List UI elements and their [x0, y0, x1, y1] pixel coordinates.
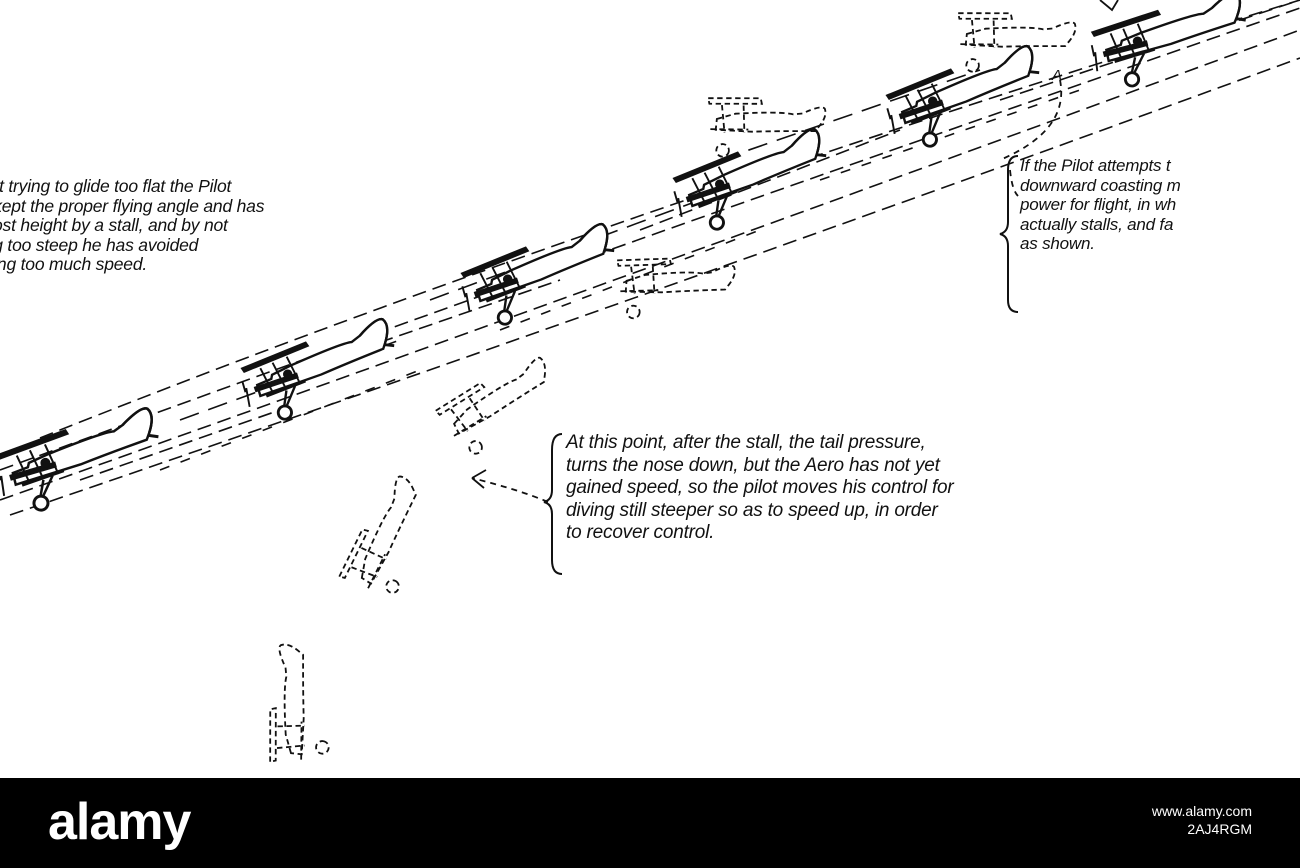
caption-middle-line: gained speed, so the pilot moves his con…	[566, 477, 954, 498]
caption-left: not trying to glide too flat the Pilot s…	[0, 176, 265, 275]
marker-a: A	[1051, 67, 1062, 84]
caption-left-line: t lost height by a stall, and by not	[0, 215, 228, 235]
flight-path-drawing: A	[0, 0, 1300, 769]
site-url: www.alamy.com	[1151, 803, 1252, 819]
arrowhead-top	[1099, 0, 1119, 12]
caption-left-line: ining too much speed.	[0, 254, 148, 274]
caption-right-line: If the Pilot attempts t	[1020, 156, 1171, 175]
caption-middle: At this point, after the stall, the tail…	[566, 432, 954, 545]
image-id-block: www.alamy.com 2AJ4RGM	[1152, 802, 1252, 838]
caption-right-line: power for flight, in wh	[1020, 195, 1177, 214]
caption-left-line: ing too steep he has avoided	[0, 234, 199, 255]
watermark-banner	[0, 778, 1300, 868]
alamy-logo: alamy	[48, 793, 191, 851]
caption-left-line: s kept the proper flying angle and has	[0, 195, 265, 216]
air-stream	[0, 0, 1300, 516]
caption-right: If the Pilot attempts t downward coastin…	[1020, 156, 1181, 254]
caption-middle-line: At this point, after the stall, the tail…	[566, 432, 926, 453]
illustration: A not trying to glide too flat the Pilot…	[0, 0, 1300, 769]
leader-lines	[471, 79, 1063, 503]
arrowhead	[471, 469, 487, 489]
caption-middle-line: turns the nose down, but the Aero has no…	[566, 454, 940, 476]
caption-middle-line: to recover control.	[566, 522, 715, 543]
caption-braces	[543, 155, 1019, 575]
image-id: 2AJ4RGM	[1187, 821, 1252, 837]
caption-right-line: as shown.	[1020, 234, 1095, 253]
stall-planes-dashed	[263, 6, 1078, 769]
caption-left-line: not trying to glide too flat the Pilot	[0, 176, 232, 196]
caption-right-line: downward coasting m	[1020, 175, 1181, 195]
caption-right-line: actually stalls, and fa	[1020, 214, 1174, 234]
caption-middle-line: diving still steeper so as to speed up, …	[566, 499, 938, 521]
